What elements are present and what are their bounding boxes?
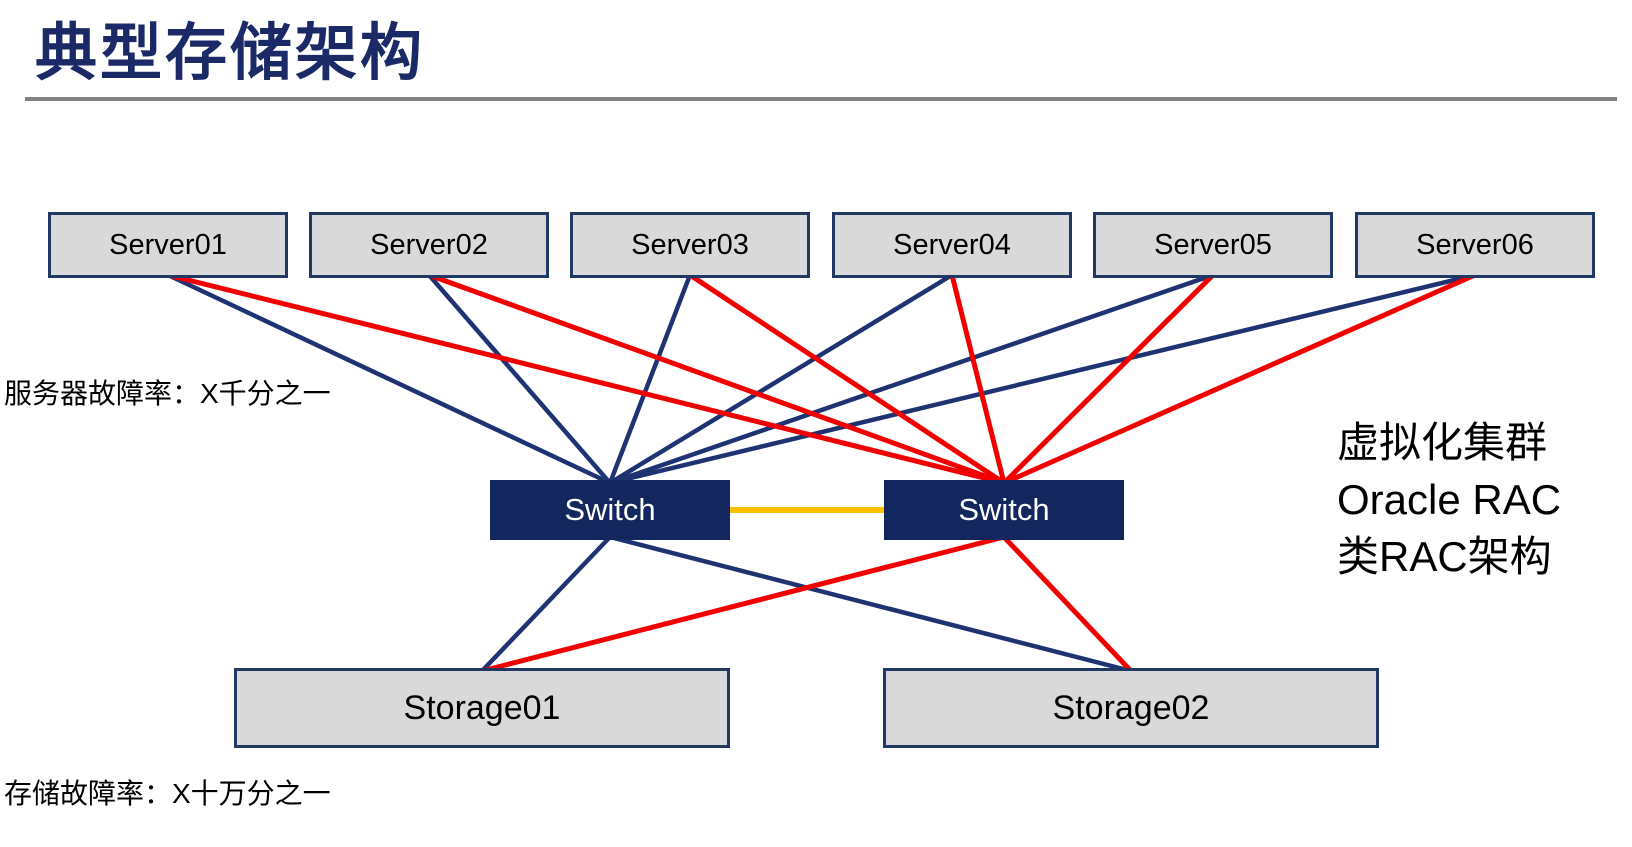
link-switch-left-storage02 [609, 534, 1132, 674]
server-failure-note: 服务器故障率：X千分之一 [4, 378, 331, 409]
cluster-type-line-1: 虚拟化集群 [1337, 419, 1548, 466]
title-underline [25, 97, 1617, 101]
node-server04: Server04 [832, 212, 1072, 278]
link-server04-switch-left [608, 273, 954, 485]
node-storage02: Storage02 [883, 668, 1379, 748]
node-storage01: Storage01 [234, 668, 730, 748]
link-switch-left-storage01 [480, 535, 612, 673]
link-server02-switch-left [427, 273, 612, 485]
link-server02-switch-right [428, 272, 1005, 486]
link-server03-switch-right [688, 272, 1006, 486]
cluster-type-label: 虚拟化集群 Oracle RAC 类RAC架构 [1337, 414, 1561, 585]
slide-title: 典型存储架构 [35, 19, 426, 88]
node-server06: Server06 [1355, 212, 1595, 278]
cluster-type-line-2: Oracle RAC [1337, 476, 1562, 523]
link-switch-right-storage01 [481, 534, 1005, 674]
node-server03: Server03 [570, 212, 810, 278]
link-server05-switch-right [1002, 273, 1215, 485]
link-switch-right-storage02 [1002, 535, 1133, 673]
storage-failure-note: 存储故障率：X十万分之一 [4, 778, 331, 809]
node-server01: Server01 [48, 212, 288, 278]
node-server02: Server02 [309, 212, 549, 278]
link-server03-switch-left [607, 274, 693, 484]
link-server05-switch-left [609, 272, 1214, 486]
node-server05: Server05 [1093, 212, 1333, 278]
node-switch-right: Switch [884, 480, 1124, 540]
cluster-type-line-3: 类RAC架构 [1337, 533, 1552, 580]
link-server04-switch-right [949, 274, 1007, 484]
node-switch-left: Switch [490, 480, 730, 540]
